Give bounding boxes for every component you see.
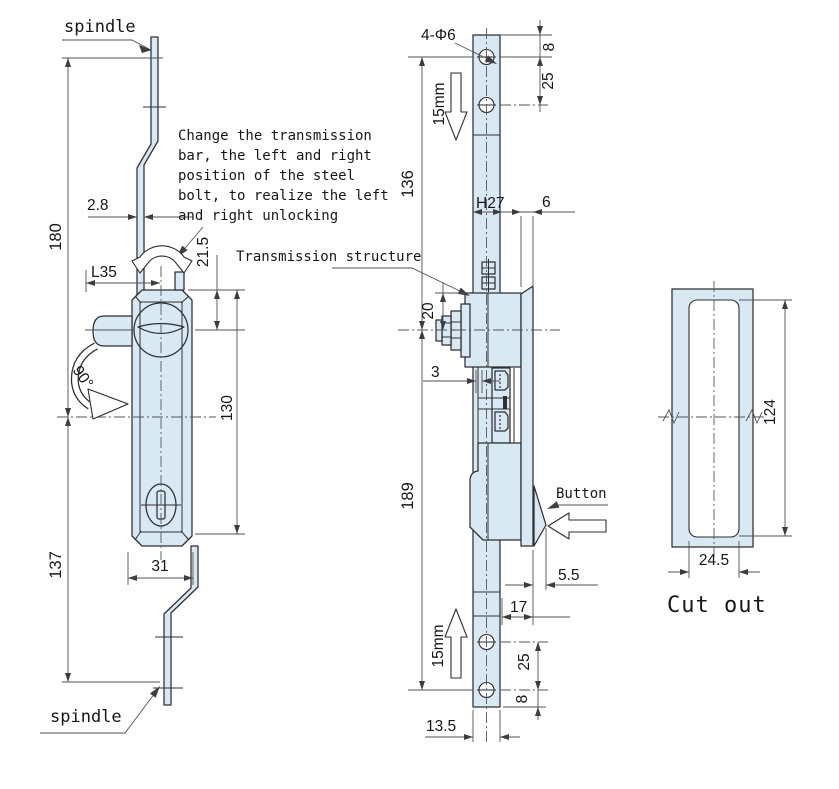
- note-line-5: and right unlocking: [178, 208, 338, 224]
- body-top-stub: [174, 271, 185, 291]
- dim-2-8: 2.8: [87, 197, 109, 214]
- dim-189: 189: [399, 482, 417, 510]
- dim-L35: L35: [91, 264, 117, 281]
- latch-details: [499, 374, 507, 429]
- wing-knob-tip: [92, 315, 133, 347]
- dim-137: 137: [47, 551, 65, 579]
- dim-31: 31: [151, 558, 168, 575]
- dim-20: 20: [420, 302, 437, 320]
- dim-bar-thickness: 2.8: [87, 197, 193, 220]
- spindle-bottom-label: spindle: [50, 707, 122, 727]
- stroke-down-label: 15mm: [431, 82, 448, 125]
- dim-gap: 3: [423, 364, 500, 393]
- leader-arrow-icon: [150, 686, 160, 698]
- break-mark-right-icon: [745, 408, 763, 425]
- dim-top-holes: 8 25: [500, 20, 558, 112]
- knob-cap: [435, 319, 443, 342]
- stroke-up-arrow-icon: [444, 608, 468, 679]
- note-line-3: position of the steel: [178, 168, 355, 184]
- dim-124: 124: [762, 399, 779, 425]
- button-wedge: [533, 485, 547, 547]
- dim-180: 180: [47, 223, 65, 251]
- side-detail-lines: [442, 134, 515, 617]
- cutout-title: Cut out: [667, 593, 767, 618]
- swap-direction-arrow-icon: [131, 245, 193, 274]
- dim-H27: H27: [476, 195, 504, 212]
- dim-bottom-holes: 25 8: [503, 642, 546, 720]
- dim-21-5: 21.5: [195, 237, 212, 267]
- note-line-1: Change the transmission: [178, 128, 372, 144]
- dim-side-heights: 136 189: [399, 56, 473, 691]
- spindle-bottom-leader: [40, 688, 159, 734]
- dim-17: 17: [510, 599, 527, 616]
- dim-4phi6: 4-Φ6: [421, 27, 456, 44]
- button-label: Button: [556, 486, 607, 502]
- front-view: spindle 180 137 2.8 L35: [40, 17, 389, 734]
- dim-spindle-offset: L35: [85, 264, 160, 292]
- dim-depth: 17: [501, 598, 570, 625]
- dim-button-offset: 5.5: [505, 528, 598, 625]
- dim-body-height: 130: [195, 290, 245, 535]
- mounting-flange: [520, 285, 534, 547]
- dim-25-top: 25: [540, 72, 557, 89]
- dim-body-width: 31: [127, 552, 194, 585]
- transmission-structure-label: Transmission structure: [236, 249, 421, 265]
- spindle-top-label: spindle: [64, 17, 136, 37]
- dim-knob-height: 20: [420, 282, 466, 330]
- transmission-structure-callout: Transmission structure: [236, 249, 470, 296]
- knob-plate: [460, 303, 471, 358]
- stroke-down-arrow-icon: [444, 72, 468, 141]
- dim-3: 3: [431, 364, 440, 381]
- latch-clip-lower: [494, 411, 509, 432]
- dim-130: 130: [219, 395, 236, 421]
- dim-mounting-holes: 4-Φ6: [421, 27, 497, 64]
- break-mark-left-icon: [662, 408, 680, 425]
- side-view: 4-Φ6 8 25 15mm 15mm 136 1: [236, 20, 608, 745]
- note-line-2: bar, the left and right: [178, 148, 372, 164]
- latch-slot: [503, 396, 507, 409]
- button-callout: Button: [547, 486, 608, 540]
- dim-front-heights: 180 137: [47, 57, 163, 683]
- push-arrow-icon: [547, 512, 607, 540]
- cutout-view: 124 24.5 Cut out: [658, 281, 792, 618]
- stroke-arrows: 15mm 15mm: [430, 72, 468, 679]
- dim-6: 6: [542, 194, 551, 211]
- dim-bar-and-flange: H27 6: [473, 194, 575, 287]
- dim-25-bottom: 25: [516, 653, 533, 670]
- dim-8-bottom: 8: [514, 695, 531, 704]
- dim-24-5: 24.5: [699, 552, 729, 569]
- latch-clip-upper: [494, 370, 509, 391]
- spindle-top-leader: [62, 39, 150, 50]
- stroke-up-label: 15mm: [430, 624, 447, 667]
- note-block: Change the transmission bar, the left an…: [177, 128, 389, 257]
- leader-arrow-icon: [139, 45, 152, 53]
- dim-8-top: 8: [541, 43, 558, 52]
- dim-end-offset: 13.5: [425, 710, 520, 742]
- dim-cutout-width: 24.5: [668, 541, 760, 578]
- dim-cutout-height: 124: [739, 299, 792, 537]
- spindle-bottom-bar: [163, 545, 199, 706]
- note-line-4: bolt, to realize the left: [178, 188, 389, 204]
- lock-body-front: [131, 289, 193, 547]
- dim-5-5: 5.5: [558, 567, 580, 584]
- dim-13-5: 13.5: [426, 718, 456, 735]
- lower-housing: [469, 442, 522, 541]
- dim-136: 136: [399, 170, 417, 198]
